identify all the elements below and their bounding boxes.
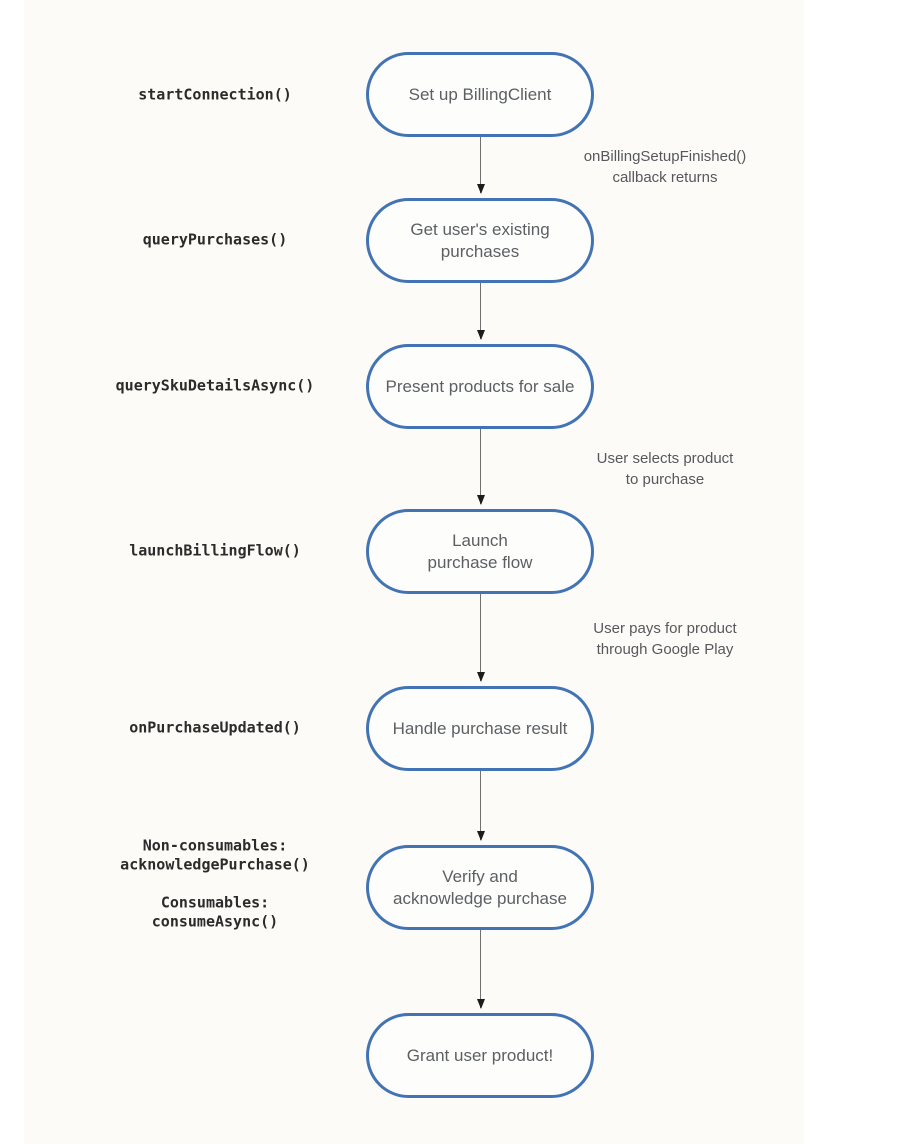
node-present-products: Present products for sale xyxy=(366,344,594,429)
node-get-existing-purchases: Get user's existing purchases xyxy=(366,198,594,283)
api-label-on-purchase-updated: onPurchaseUpdated() xyxy=(129,718,301,737)
node-launch-purchase-flow: Launch purchase flow xyxy=(366,509,594,594)
arrow-present-to-launch xyxy=(480,429,482,504)
arrow-verify-to-grant xyxy=(480,930,482,1008)
node-verify-acknowledge: Verify and acknowledge purchase xyxy=(366,845,594,930)
node-grant-user-product: Grant user product! xyxy=(366,1013,594,1098)
annotation-billing-setup-finished: onBillingSetupFinished() callback return… xyxy=(583,148,747,186)
arrow-setup-to-query xyxy=(480,137,482,193)
api-label-query-sku-details: querySkuDetailsAsync() xyxy=(115,376,315,395)
annotation-user-selects-product: User selects product to purchase xyxy=(596,450,734,488)
arrow-launch-to-handle xyxy=(480,594,482,681)
arrow-handle-to-verify xyxy=(480,771,482,840)
api-label-launch-billing-flow: launchBillingFlow() xyxy=(129,541,301,560)
api-label-acknowledge-consume: Non-consumables: acknowledgePurchase() C… xyxy=(120,836,310,931)
arrow-query-to-present xyxy=(480,283,482,339)
annotation-user-pays-google-play: User pays for product through Google Pla… xyxy=(593,620,737,658)
node-handle-purchase-result: Handle purchase result xyxy=(366,686,594,771)
node-setup-billing-client: Set up BillingClient xyxy=(366,52,594,137)
api-label-query-purchases: queryPurchases() xyxy=(142,230,288,249)
api-label-start-connection: startConnection() xyxy=(138,85,292,104)
